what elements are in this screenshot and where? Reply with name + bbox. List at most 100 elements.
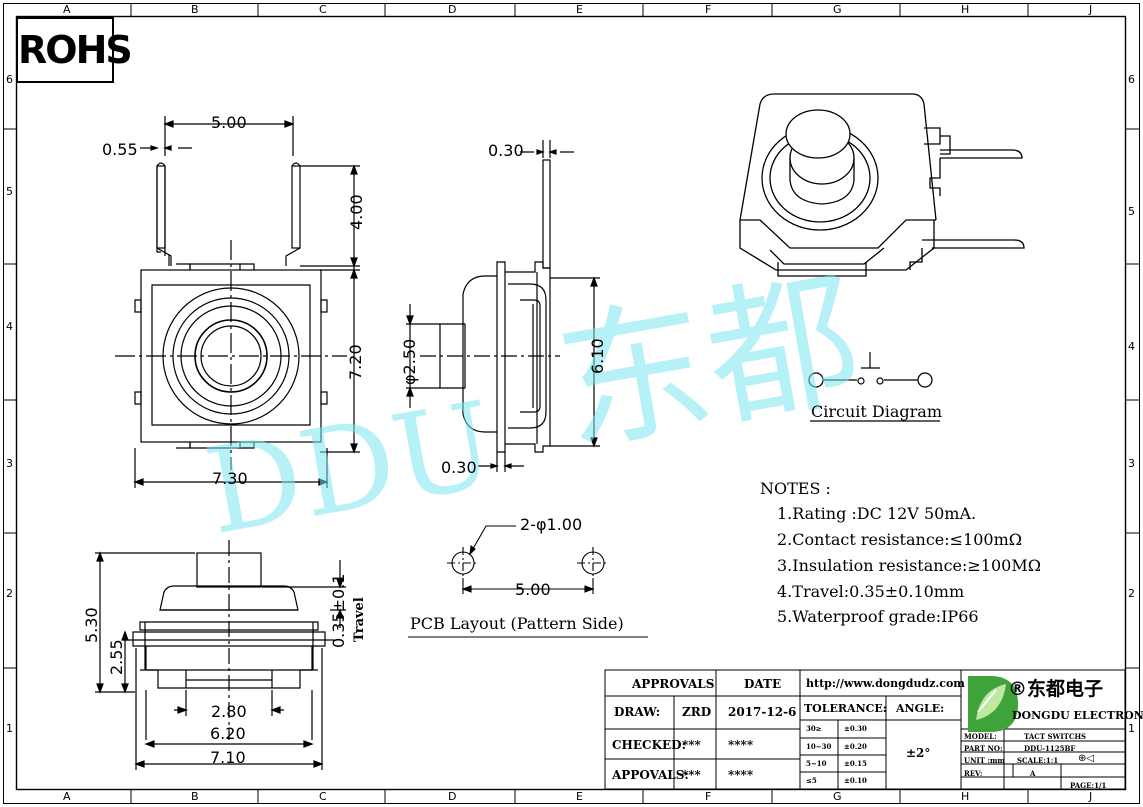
grid-col-h: H [961, 3, 970, 16]
grid-row-5: 5 [6, 185, 13, 198]
grid-row-5-right: 5 [1128, 205, 1135, 218]
tolerance-value: ±0.30 [844, 724, 867, 733]
page-label: PAGE:1/1 [1070, 781, 1107, 790]
angle-value: ±2° [906, 746, 931, 760]
front-view [95, 540, 346, 770]
draw-label: DRAW: [614, 705, 661, 719]
grid-col-j-bottom: J [1089, 790, 1093, 803]
notes-heading: NOTES : [760, 479, 831, 498]
grid-col-f: F [705, 3, 712, 16]
unit-label: UNIT :mm [964, 756, 1005, 765]
grid-col-e-bottom: E [576, 790, 583, 803]
grid-row-1: 1 [6, 722, 13, 735]
appovals-date: **** [728, 768, 754, 782]
grid-col-g-bottom: G [833, 790, 842, 803]
grid-row-1-right: 1 [1128, 722, 1135, 735]
model-value: TACT SWITCHS [1024, 732, 1087, 741]
grid-col-g: G [833, 3, 842, 16]
grid-col-c-bottom: C [319, 790, 327, 803]
note-item: 2.Contact resistance:≤100mΩ [777, 530, 1023, 549]
grid-col-a-bottom: A [63, 790, 71, 803]
checked-date: **** [728, 738, 754, 752]
note-item: 3.Insulation resistance:≥100MΩ [777, 556, 1041, 575]
note-item: 5.Waterproof grade:IP66 [777, 607, 979, 626]
grid-col-b: B [191, 3, 199, 16]
grid-col-a: A [63, 3, 71, 16]
grid-row-2: 2 [6, 587, 13, 600]
tolerance-range: 30≥ [806, 724, 822, 733]
dim-side-body-height: 6.10 [588, 338, 607, 374]
tolerance-value: ±0.15 [844, 759, 867, 768]
grid-col-j: J [1089, 3, 1093, 16]
dim-inner-width: 2.80 [211, 702, 247, 721]
rohs-badge: ROHS [16, 17, 133, 83]
grid-col-c: C [319, 3, 327, 16]
tolerance-range: 10~30 [806, 742, 832, 751]
dim-mid-width: 6.20 [210, 724, 246, 743]
dim-hole-spec: 2-φ1.00 [520, 515, 583, 534]
tolerance-range: 5~10 [806, 759, 827, 768]
company-url: http://www.dongdudz.com [806, 677, 965, 690]
rev-value: A [1030, 769, 1036, 778]
dim-pin-height: 4.00 [347, 194, 366, 230]
tolerance-range: ≤5 [806, 776, 817, 785]
note-item: 4.Travel:0.35±0.10mm [777, 582, 965, 601]
grid-col-e: E [576, 3, 583, 16]
dim-travel-label: Travel [352, 597, 367, 642]
checked-label: CHECKED: [612, 738, 686, 752]
tolerance-header: TOLERANCE: [804, 702, 887, 715]
approvals-header: APPROVALS [632, 677, 715, 691]
side-view [406, 140, 600, 472]
dim-overall-width: 7.10 [210, 748, 246, 767]
dim-hole-spacing: 5.00 [515, 580, 551, 599]
grid-row-6-right: 6 [1128, 73, 1135, 86]
grid-col-d-bottom: D [448, 790, 457, 803]
dim-side-pin: 0.30 [488, 141, 524, 160]
grid-row-4-right: 4 [1128, 340, 1135, 353]
model-label: MODEL: [964, 732, 997, 741]
date-header: DATE [744, 677, 782, 691]
circuit-diagram [808, 352, 940, 422]
grid-col-b-bottom: B [191, 790, 199, 803]
grid-row-3: 3 [6, 457, 13, 470]
grid-row-6: 6 [6, 73, 13, 86]
rev-label: REV: [964, 769, 983, 778]
dim-body-height: 7.20 [346, 344, 365, 380]
draw-who: ZRD [682, 705, 712, 719]
circuit-diagram-label: Circuit Diagram [811, 402, 942, 421]
angle-header: ANGLE: [896, 702, 945, 715]
company-logo-icon [968, 676, 1018, 732]
company-name-cn: ®东都电子 [1008, 678, 1104, 700]
note-item: 1.Rating :DC 12V 50mA. [777, 504, 977, 523]
top-view [115, 116, 360, 488]
scale-label: SCALE:1:1 [1017, 756, 1059, 765]
dim-pin-width: 0.55 [102, 140, 138, 159]
isometric-view [739, 93, 1025, 277]
pcb-layout-label: PCB Layout (Pattern Side) [410, 614, 624, 633]
grid-row-4: 4 [6, 320, 13, 333]
checked-who: *** [682, 738, 701, 752]
part-label: PART NO: [964, 744, 1003, 753]
grid-row-3-right: 3 [1128, 457, 1135, 470]
dim-plunger-diameter: φ2.50 [400, 338, 419, 385]
part-value: DDU-1125BF [1024, 744, 1076, 753]
grid-row-2-right: 2 [1128, 587, 1135, 600]
dim-side-bottom: 0.30 [441, 458, 477, 477]
dim-top-width: 5.00 [211, 113, 247, 132]
dim-front-body-height: 2.55 [107, 639, 126, 675]
projection-symbol-icon: ⊕◁ [1078, 753, 1095, 764]
grid-col-f-bottom: F [705, 790, 712, 803]
pcb-layout [408, 525, 648, 638]
grid-col-d: D [448, 3, 457, 16]
dim-front-total-height: 5.30 [82, 607, 101, 643]
tolerance-value: ±0.10 [844, 776, 867, 785]
tolerance-value: ±0.20 [844, 742, 867, 751]
appovals-label: APPOVALS: [612, 768, 689, 782]
dim-travel-value: 0.35±0.1 [329, 573, 348, 648]
title-block-grid [604, 669, 1126, 790]
company-name-en: DONGDU ELECTRONICS [1012, 709, 1143, 722]
dim-body-width: 7.30 [212, 469, 248, 488]
draw-date: 2017-12-6 [728, 705, 797, 719]
